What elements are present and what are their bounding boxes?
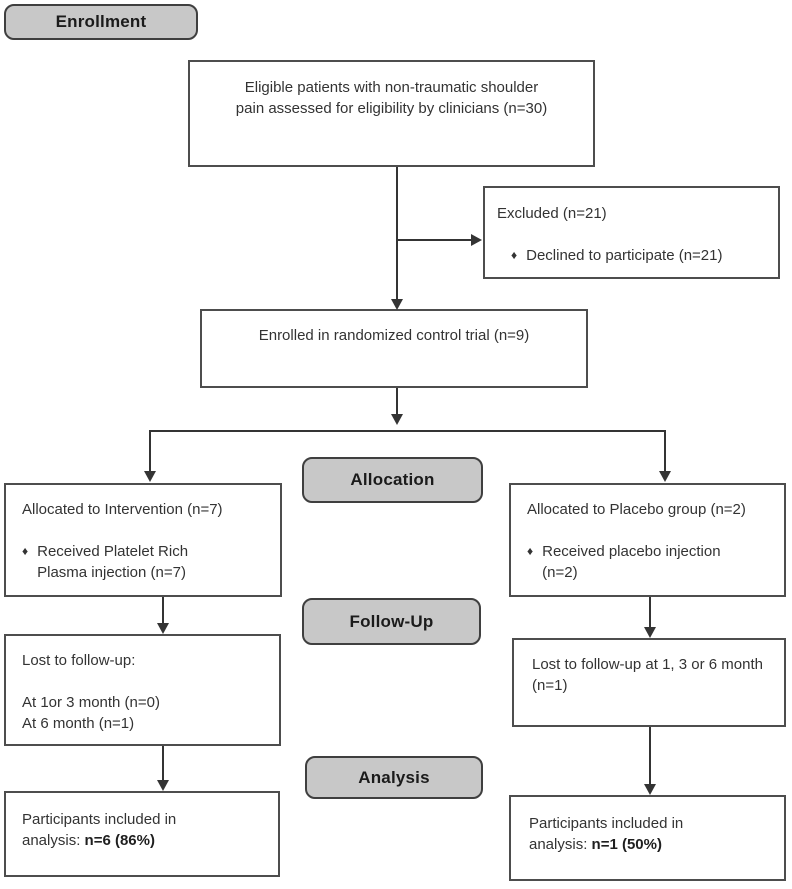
excluded-title: Excluded (n=21) [497, 205, 607, 222]
connector-enrolled-to-branch [396, 388, 398, 415]
analysis-intervention-value: n=6 (86%) [84, 832, 155, 849]
arrowhead-allocation-intervention-icon [144, 471, 156, 482]
allocation-placebo-detail: Received placebo injection (n=2) [542, 543, 721, 581]
arrowhead-enrolled-icon [391, 299, 403, 310]
diamond-bullet-icon: ♦ [511, 248, 518, 262]
stage-label-followup: Follow-Up [302, 598, 481, 645]
connector-branch-to-placebo [664, 430, 666, 472]
analysis-intervention-label: Participants included in analysis: [22, 811, 177, 849]
spacer [22, 671, 271, 692]
allocation-intervention-title: Allocated to Intervention (n=7) [22, 501, 223, 518]
connector-branch-to-intervention [149, 430, 151, 472]
connector-followup-to-analysis-intervention [162, 746, 164, 781]
arrowhead-branch-icon [391, 414, 403, 425]
analysis-placebo-value: n=1 (50%) [591, 836, 662, 853]
box-eligibility-assessment: Eligible patients with non-traumatic sho… [188, 60, 595, 167]
arrowhead-analysis-intervention-icon [157, 780, 169, 791]
connector-placebo-to-followup [649, 597, 651, 628]
arrowhead-followup-intervention-icon [157, 623, 169, 634]
box-excluded: Excluded (n=21) ♦ Declined to participat… [483, 186, 780, 279]
followup-placebo-text: Lost to follow-up at 1, 3 or 6 month (n=… [532, 656, 763, 694]
arrowhead-analysis-placebo-icon [644, 784, 656, 795]
box-enrolled: Enrolled in randomized control trial (n=… [200, 309, 588, 388]
eligibility-text-line2: pain assessed for eligibility by clinici… [235, 100, 548, 117]
enrolled-text: Enrolled in randomized control trial (n=… [258, 327, 530, 344]
arrowhead-excluded-icon [471, 234, 482, 246]
stage-label-analysis: Analysis [305, 756, 483, 799]
arrowhead-allocation-placebo-icon [659, 471, 671, 482]
analysis-intervention-text: Participants included in analysis: n=6 (… [22, 809, 237, 851]
connector-eligibility-to-enrolled [396, 167, 398, 300]
diamond-bullet-icon: ♦ [22, 544, 29, 558]
stage-label-enrollment: Enrollment [4, 4, 198, 40]
allocation-intervention-bullet-row: ♦ Received Platelet Rich Plasma injectio… [22, 541, 272, 583]
box-analysis-placebo: Participants included in analysis: n=1 (… [509, 795, 786, 881]
box-followup-intervention: Lost to follow-up: At 1or 3 month (n=0) … [4, 634, 281, 746]
eligibility-text-line1: Eligible patients with non-traumatic sho… [244, 79, 539, 96]
followup-intervention-line2: At 1or 3 month (n=0) [22, 694, 160, 711]
stage-label-allocation: Allocation [302, 457, 483, 503]
box-followup-placebo: Lost to follow-up at 1, 3 or 6 month (n=… [512, 638, 786, 727]
box-allocation-intervention: Allocated to Intervention (n=7) ♦ Receiv… [4, 483, 282, 597]
connector-followup-to-analysis-placebo [649, 727, 651, 785]
connector-to-excluded [396, 239, 471, 241]
allocation-placebo-bullet-row: ♦ Received placebo injection (n=2) [527, 541, 776, 583]
followup-intervention-title: Lost to follow-up: [22, 652, 136, 669]
analysis-placebo-text: Participants included in analysis: n=1 (… [529, 813, 744, 855]
analysis-placebo-label: Participants included in analysis: [529, 815, 684, 853]
box-analysis-intervention: Participants included in analysis: n=6 (… [4, 791, 280, 877]
excluded-reason: Declined to participate (n=21) [526, 247, 723, 264]
allocation-intervention-detail: Received Platelet Rich Plasma injection … [37, 543, 189, 581]
allocation-placebo-title: Allocated to Placebo group (n=2) [527, 501, 746, 518]
box-allocation-placebo: Allocated to Placebo group (n=2) ♦ Recei… [509, 483, 786, 597]
arrowhead-followup-placebo-icon [644, 627, 656, 638]
diamond-bullet-icon: ♦ [527, 544, 534, 558]
branch-horizontal-line [149, 430, 666, 432]
connector-intervention-to-followup [162, 597, 164, 624]
excluded-bullet-row: ♦ Declined to participate (n=21) [511, 245, 768, 266]
followup-intervention-line3: At 6 month (n=1) [22, 715, 135, 732]
